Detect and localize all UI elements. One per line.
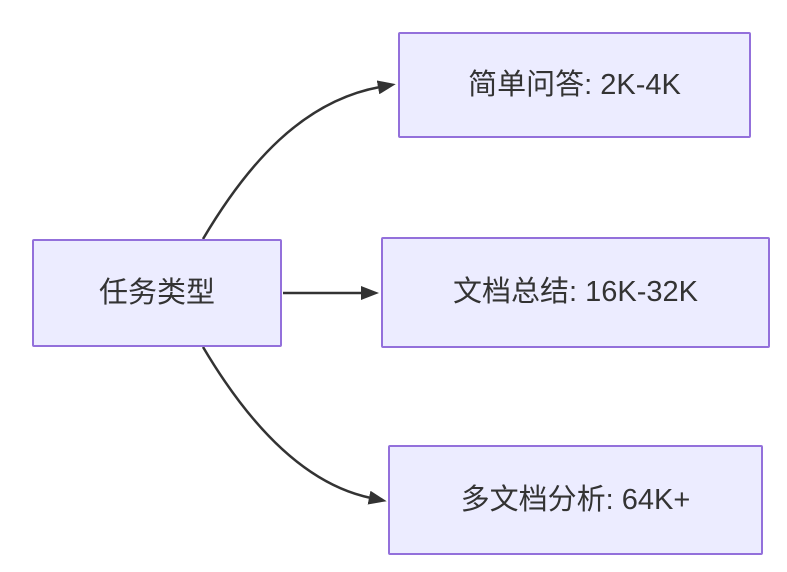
node-simple-qa-label: 简单问答: 2K-4K [468, 68, 681, 101]
node-multi-doc: 多文档分析: 64K+ [388, 445, 763, 555]
node-simple-qa: 简单问答: 2K-4K [398, 32, 751, 138]
node-doc-summary-label: 文档总结: 16K-32K [453, 276, 698, 309]
edge-task-type-to-multi-doc [201, 346, 387, 505]
edge-task-type-to-simple-qa [201, 80, 396, 240]
node-multi-doc-label: 多文档分析: 64K+ [460, 483, 691, 516]
node-task-type: 任务类型 [32, 239, 282, 347]
node-doc-summary: 文档总结: 16K-32K [381, 237, 770, 348]
node-task-type-label: 任务类型 [98, 276, 215, 309]
